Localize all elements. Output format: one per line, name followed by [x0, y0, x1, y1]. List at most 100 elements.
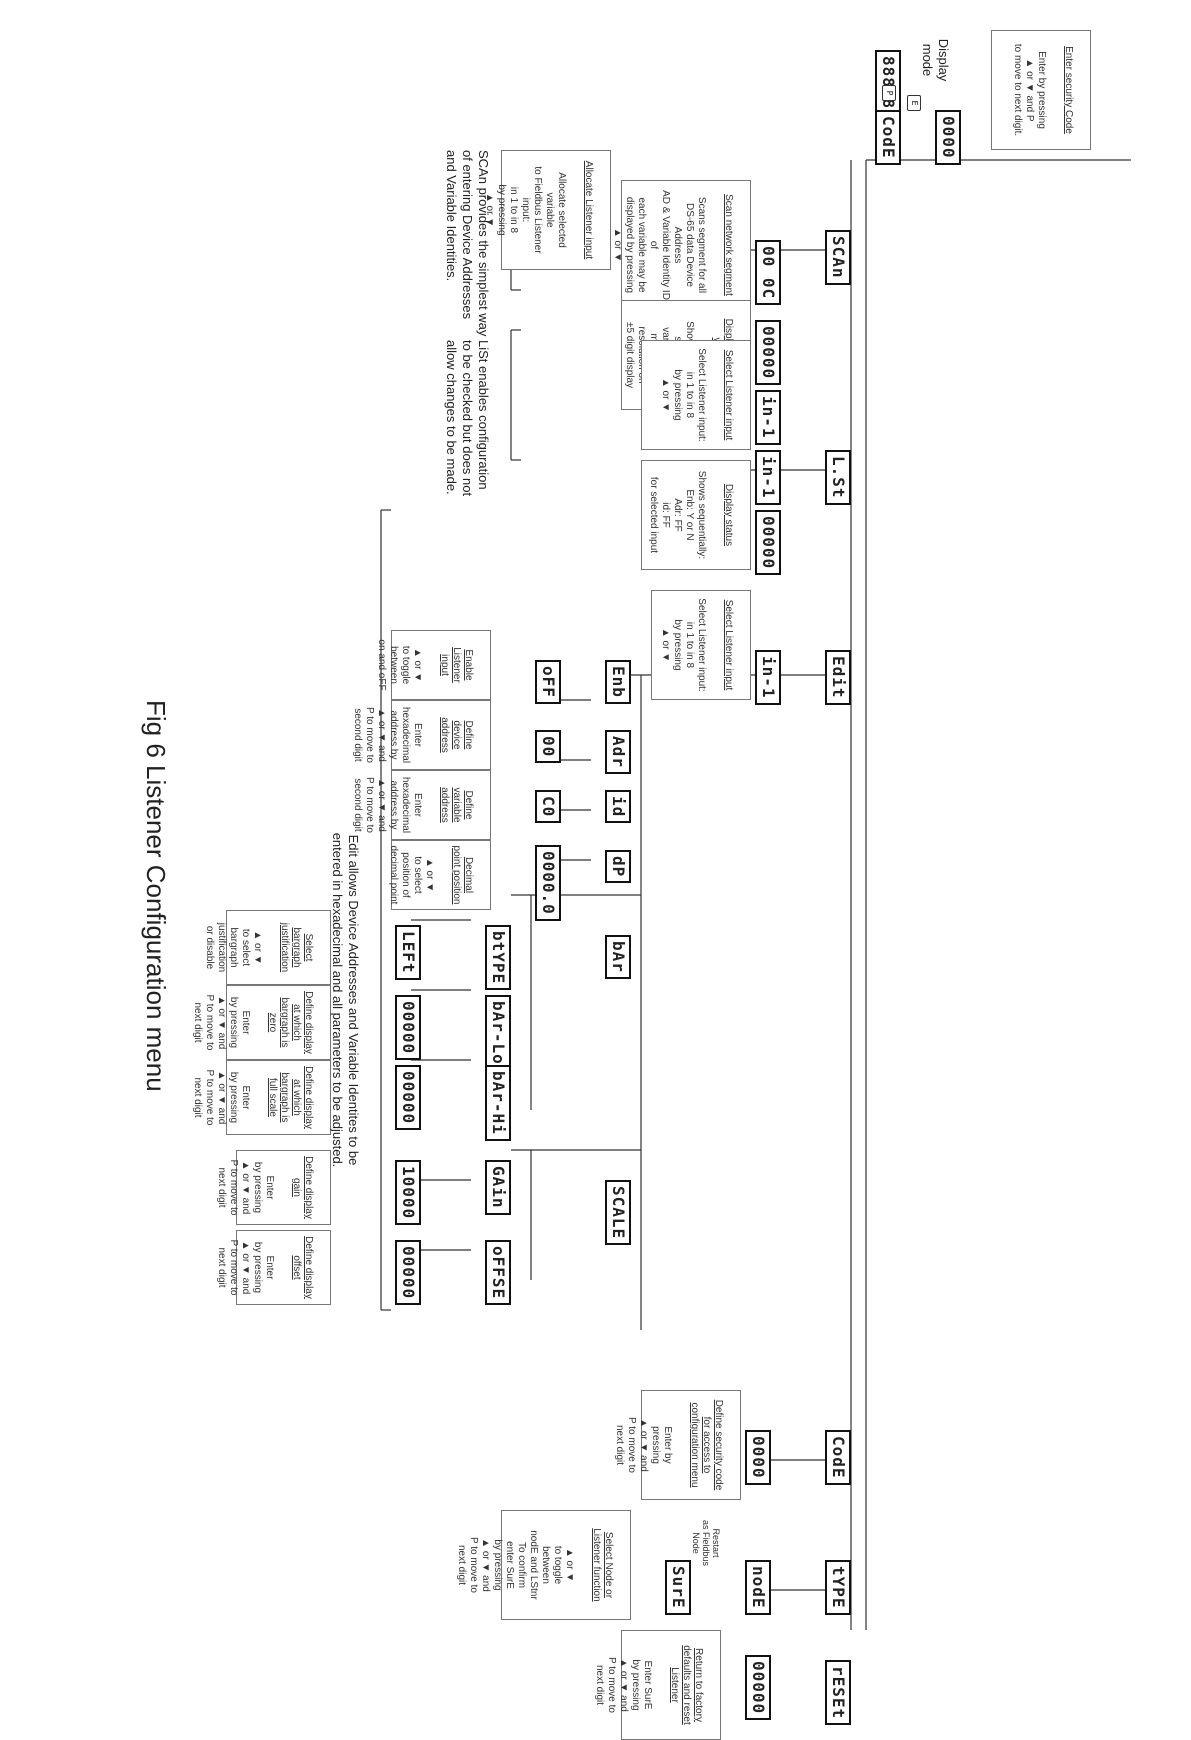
edit-input-note: Select Listener input Select Listener in…: [651, 590, 751, 700]
scan-note-3-body: Allocate selected variable to Fieldbus L…: [484, 166, 567, 254]
type-note-body: ▲ or ▼ to toggle between nodE and LStnr …: [456, 1530, 575, 1600]
enb-note: Enable Listener input ▲ or ▼ to toggle b…: [376, 630, 491, 700]
code-note-body: Enter by pressing ▲ or ▼ and P to move t…: [614, 1417, 673, 1473]
type-note: Select Node or Listener function ▲ or ▼ …: [456, 1510, 631, 1620]
scan-note-3-title: Allocate Listener input: [583, 160, 594, 260]
display-mode-label: Display mode: [920, 38, 951, 82]
figure-title: Fig 6 Listener Configuration menu: [141, 700, 171, 1092]
barhi-menu: bAr-Hi: [485, 1065, 511, 1141]
code-prompt: CodE: [875, 110, 901, 165]
type-note-title: Select Node or Listener function: [591, 1528, 614, 1602]
code-menu-value: 0000: [745, 1430, 771, 1485]
btype-note-title: Select bargraph justification: [279, 922, 314, 973]
p-key-icon: P: [882, 85, 896, 101]
offset-value: 00000: [395, 1240, 421, 1306]
type-restart: Restart as Fieldbus Node: [691, 1520, 721, 1567]
scan-value: 00000: [755, 320, 781, 386]
adr-note-title: Define device address: [439, 717, 474, 753]
id-value: C0: [535, 790, 561, 824]
adr-note-body: Enter hexadecimal address by ▲ or ▼ and …: [352, 706, 423, 764]
barlo-value: 00000: [395, 995, 421, 1061]
code-value: 0000: [935, 110, 961, 165]
type-menu: tYPE: [825, 1560, 851, 1615]
security-note: Enter security Code Enter by pressing ▲ …: [991, 30, 1091, 150]
edit-caption: Edit allows Device Addresses and Variabl…: [330, 832, 361, 1168]
dp-note: Decimal point position ▲ or ▼ to select …: [388, 840, 491, 910]
security-note-title: Enter security Code: [1063, 46, 1074, 134]
list-caption: LiSt enables configuration to be checked…: [444, 340, 491, 497]
barlo-menu: bAr-Lo: [485, 995, 511, 1071]
scan-note-3: Allocate Listener input Allocate selecte…: [484, 150, 611, 270]
reset-note-title: Return to factory defaults and reset Lis…: [669, 1645, 704, 1725]
scan-input: in-1: [755, 390, 781, 445]
list-note-1-body: Select Listener input: in 1 to in 8 by p…: [660, 348, 707, 442]
reset-menu: rESEt: [825, 1660, 851, 1726]
gain-note-title: Define display gain: [291, 1156, 314, 1219]
list-input: in-1: [755, 450, 781, 505]
edit-input: in-1: [755, 650, 781, 705]
btype-menu: btYPE: [485, 925, 511, 991]
type-value-sure: SurE: [665, 1560, 691, 1615]
edit-input-note-body: Select Listener input: in 1 to in 8 by p…: [660, 598, 707, 692]
adr-note: Define device address Enter hexadecimal …: [352, 700, 491, 770]
id-menu: id: [605, 790, 631, 824]
code-note-title: Define security code for access to confi…: [689, 1399, 724, 1491]
barlo-note: Define display at which bargraph is zero…: [192, 985, 331, 1060]
id-note-body: Enter hexadecimal address by ▲ or ▼ and …: [352, 776, 423, 834]
edit-menu: Edit: [825, 650, 851, 705]
list-menu: L.St: [825, 450, 851, 505]
id-note: Define variable address Enter hexadecima…: [352, 770, 491, 840]
barhi-note-title: Define display at which bargraph is full…: [267, 1066, 314, 1129]
btype-note-body: ▲ or ▼ to select bargraph justification …: [204, 922, 263, 973]
reset-note: Return to factory defaults and reset Lis…: [594, 1630, 721, 1740]
barlo-note-title: Define display at which bargraph is zero: [267, 991, 314, 1054]
code-note: Define security code for access to confi…: [614, 1390, 741, 1500]
adr-menu: Adr: [605, 730, 631, 774]
dp-menu: dP: [605, 850, 631, 884]
scale-menu: SCALE: [605, 1180, 631, 1246]
btype-value: LEFt: [395, 925, 421, 980]
gain-value: 10000: [395, 1160, 421, 1226]
barhi-note-body: Enter by pressing ▲ or ▼ and P to move t…: [192, 1069, 251, 1126]
offset-menu: oFFSE: [485, 1240, 511, 1306]
gain-note-body: Enter by pressing ▲ or ▼ and P to move t…: [216, 1159, 275, 1216]
list-value: 00000: [755, 510, 781, 576]
scan-note-1: Scan network segment Scans segment for a…: [612, 180, 751, 310]
security-note-body: Enter by pressing ▲ or ▼ and P to move t…: [1012, 43, 1047, 137]
reset-note-body: Enter SurE by pressing ▲ or ▼ and P to m…: [594, 1657, 653, 1713]
list-note-1-title: Select Listener input: [723, 349, 734, 441]
scan-caption: SCAn provides the simplest way of enteri…: [444, 150, 491, 337]
dp-value: 0000.0: [535, 845, 561, 921]
type-value-node: nodE: [745, 1560, 771, 1615]
btype-note: Select bargraph justification ▲ or ▼ to …: [204, 910, 331, 985]
barhi-value: 00000: [395, 1065, 421, 1131]
barlo-note-body: Enter by pressing ▲ or ▼ and P to move t…: [192, 994, 251, 1051]
list-note-2-body: Shows sequentially: Enb: Y or N Adr: FF …: [648, 470, 707, 560]
diagram-page: Display mode 88888 CodE 0000 Enter secur…: [141, 30, 1131, 1740]
display-readout: 88888: [875, 50, 901, 116]
barhi-note: Define display at which bargraph is full…: [192, 1060, 331, 1135]
dp-note-title: Decimal point position: [451, 845, 474, 905]
dp-note-body: ▲ or ▼ to select position of decimal poi…: [388, 845, 435, 905]
enb-note-title: Enable Listener input: [439, 647, 474, 683]
offset-note-title: Define display offset: [291, 1236, 314, 1299]
code-menu: CodE: [825, 1430, 851, 1485]
list-note-2: Display status Shows sequentially: Enb: …: [641, 460, 751, 570]
edit-input-note-title: Select Listener input: [723, 599, 734, 691]
e-key-icon: E: [907, 95, 921, 111]
offset-note-body: Enter by pressing ▲ or ▼ and P to move t…: [216, 1239, 275, 1296]
gain-menu: GAin: [485, 1160, 511, 1215]
bar-menu: bAr: [605, 935, 631, 979]
list-note-2-title: Display status: [723, 483, 734, 547]
scan-note-1-body: Scans segment for all DS-65 data Device …: [612, 190, 707, 300]
list-note-1: Select Listener input Select Listener in…: [641, 340, 751, 450]
enb-note-body: ▲ or ▼ to toggle between on and oFF: [376, 639, 423, 691]
scan-note-1-title: Scan network segment: [723, 194, 734, 296]
scan-display: 00 0C: [755, 240, 781, 306]
id-note-title: Define variable address: [439, 787, 474, 823]
adr-value: 00: [535, 730, 561, 764]
enb-value: oFF: [535, 660, 561, 704]
reset-value: 00000: [745, 1655, 771, 1721]
scan-menu: SCAn: [825, 230, 851, 285]
diagram-stage: Display mode 88888 CodE 0000 Enter secur…: [141, 30, 1131, 1740]
